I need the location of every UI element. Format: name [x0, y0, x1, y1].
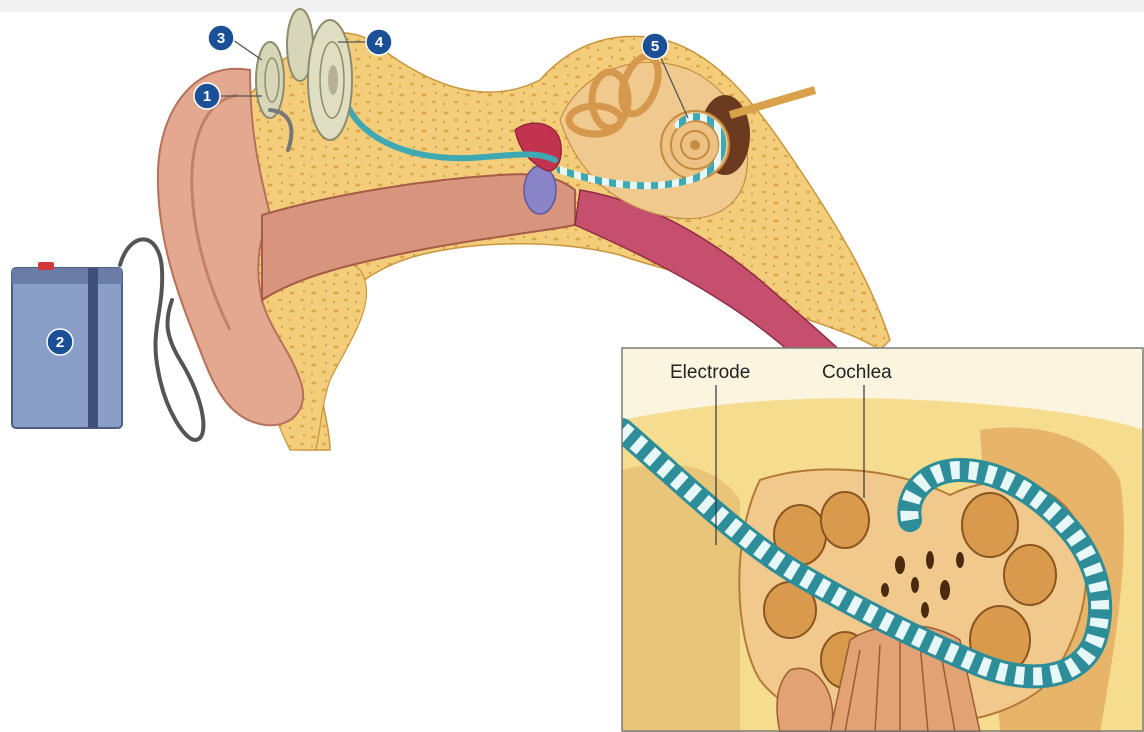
marker-3-label: 3 — [217, 30, 225, 47]
marker-2: 2 — [47, 329, 73, 355]
marker-5-label: 5 — [651, 38, 659, 55]
marker-2-label: 2 — [56, 334, 64, 351]
marker-1-label: 1 — [203, 88, 211, 105]
top-edge-shade — [0, 0, 1144, 12]
eardrum — [524, 166, 556, 214]
inset-panel: Electrode Cochlea — [622, 348, 1144, 732]
processor-switch — [38, 262, 54, 270]
marker-4-label: 4 — [375, 34, 384, 51]
marker-3: 3 — [208, 25, 262, 60]
cochlea — [661, 111, 729, 179]
transmitter-coil — [256, 42, 284, 118]
electrode-label: Electrode — [670, 362, 750, 383]
cochlea-label: Cochlea — [822, 362, 892, 383]
